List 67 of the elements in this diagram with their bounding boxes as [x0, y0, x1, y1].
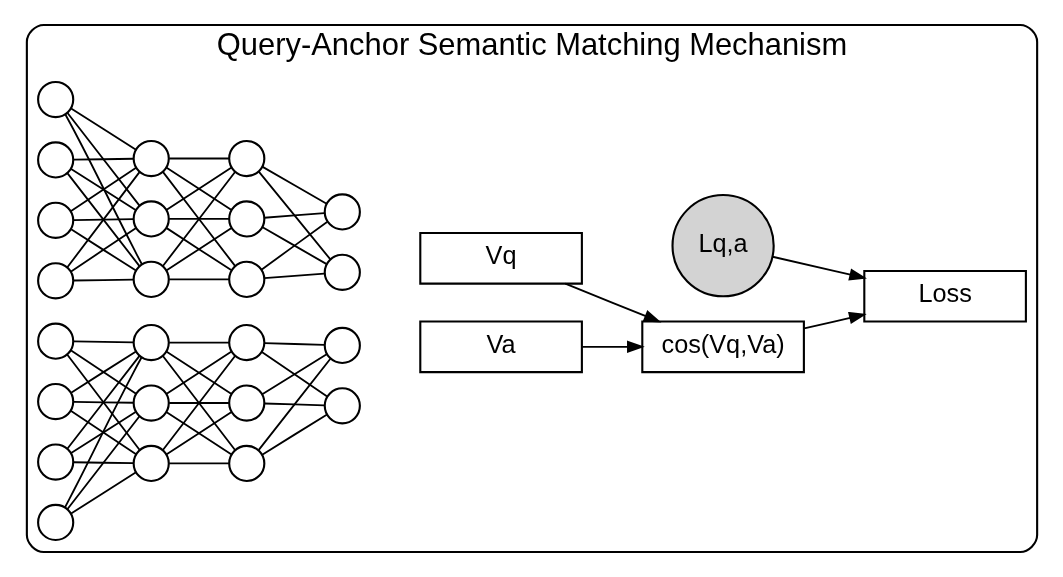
node-circle	[36, 383, 74, 421]
node-circle	[36, 262, 74, 300]
connector	[261, 226, 327, 265]
arrow	[771, 255, 867, 281]
connector	[72, 218, 134, 221]
connector	[167, 341, 230, 344]
connector	[161, 171, 236, 267]
node-circle	[323, 253, 361, 291]
arrow	[580, 340, 645, 353]
node-circle	[227, 200, 265, 238]
connector	[165, 411, 232, 456]
connector	[260, 221, 328, 271]
connector	[165, 350, 232, 395]
node-circle	[132, 384, 170, 422]
connector	[261, 165, 327, 205]
connector	[262, 342, 325, 346]
connector	[165, 227, 232, 272]
connector	[72, 278, 134, 282]
connector	[262, 402, 325, 407]
node-circle	[227, 384, 265, 422]
node-circle	[323, 193, 361, 231]
connector	[65, 111, 140, 207]
connector	[257, 170, 331, 261]
node-circle	[227, 260, 265, 298]
connector	[72, 157, 134, 161]
connector	[63, 113, 143, 266]
node-circle	[36, 443, 74, 481]
node-circle	[36, 80, 74, 119]
connector	[167, 462, 230, 465]
connector	[72, 400, 134, 404]
connector	[69, 107, 136, 151]
node-circle	[36, 322, 74, 360]
arrow	[802, 311, 867, 330]
node-circle	[36, 201, 74, 239]
arrow	[563, 282, 661, 323]
node-box: cos(Vq,Va)	[640, 320, 805, 374]
connector	[262, 212, 325, 219]
node-circle	[227, 323, 265, 362]
node-circle	[132, 260, 170, 298]
connector	[161, 355, 236, 451]
connector	[257, 357, 331, 451]
connector	[63, 356, 142, 509]
connector	[72, 461, 134, 465]
connector	[69, 471, 136, 515]
connector	[167, 402, 230, 404]
node-circle	[132, 139, 170, 178]
connector	[167, 218, 230, 220]
connector	[65, 415, 140, 511]
connector	[72, 340, 134, 344]
node-circle	[323, 387, 361, 425]
connector	[260, 413, 328, 456]
connector	[262, 272, 325, 280]
connector	[167, 157, 230, 160]
connector	[167, 278, 230, 281]
node-circle	[132, 200, 170, 238]
node-box: Va	[418, 320, 583, 374]
node-circle	[323, 326, 361, 365]
node-circle	[36, 141, 74, 179]
node-box: Vq	[418, 231, 583, 285]
connector	[165, 166, 232, 211]
node-box: Loss	[862, 269, 1027, 323]
node-circle: Lq,a	[670, 194, 775, 298]
node-circle	[132, 323, 170, 362]
node-circle	[227, 139, 265, 178]
node-circle	[36, 503, 74, 542]
node-circle	[132, 444, 170, 483]
node-circle	[227, 444, 265, 483]
